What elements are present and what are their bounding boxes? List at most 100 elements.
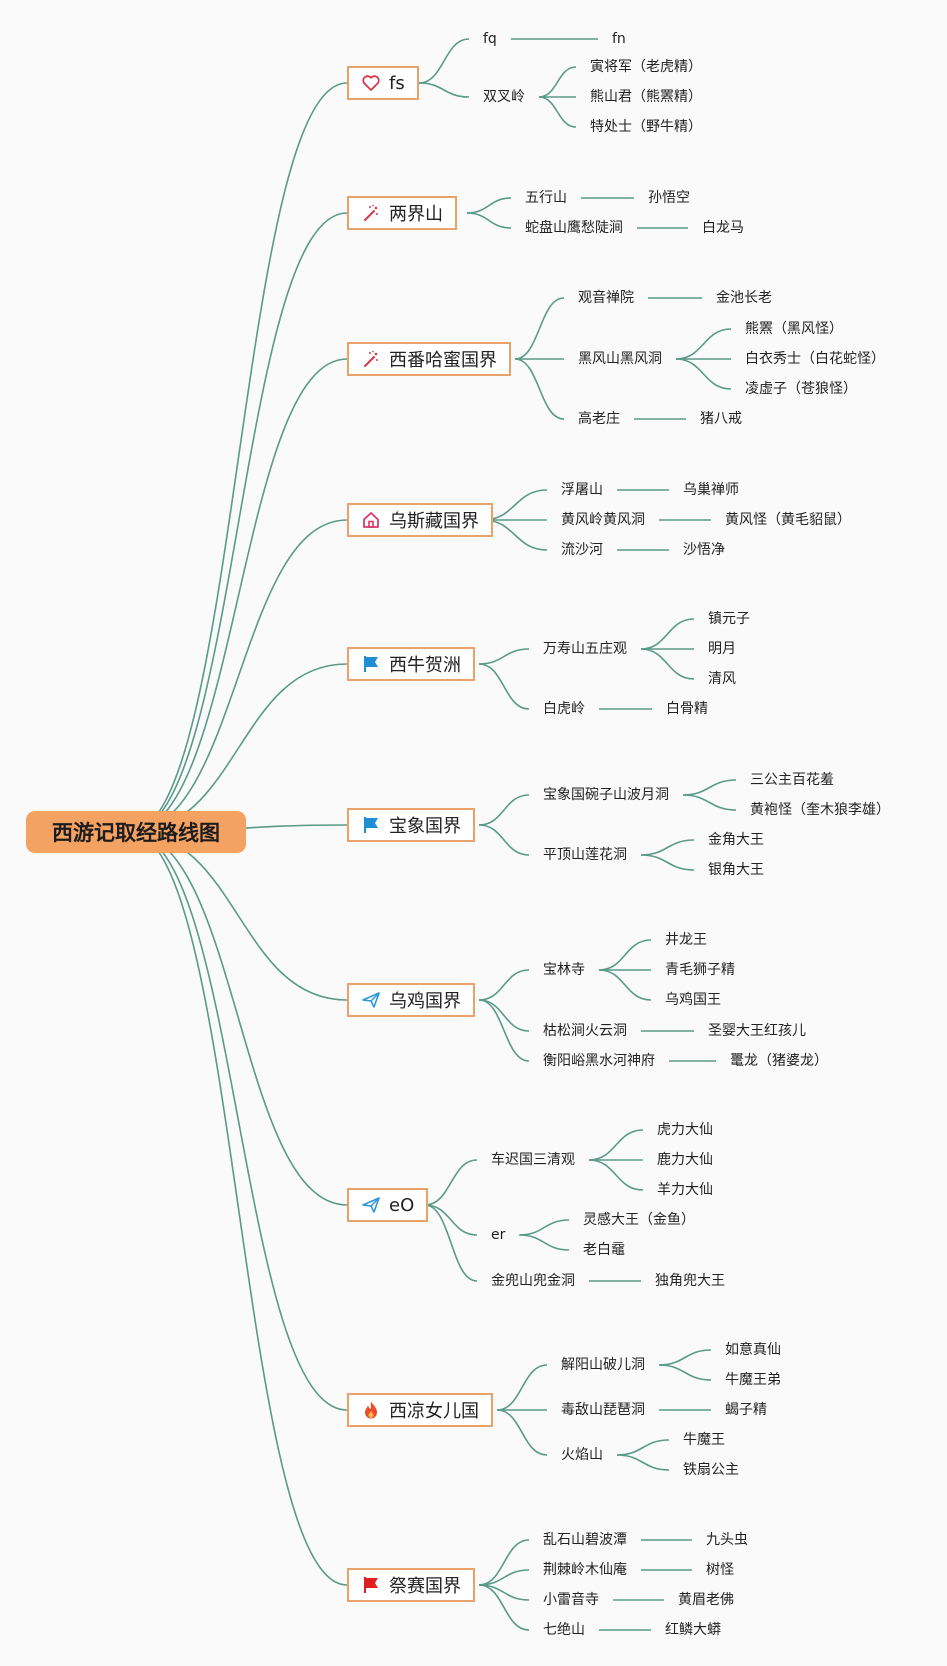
child-node[interactable]: 七绝山 xyxy=(543,1622,585,1638)
child-node[interactable]: fq xyxy=(483,31,497,47)
root-node[interactable]: 西游记取经路线图 xyxy=(26,811,246,853)
child-node[interactable]: 平顶山莲花洞 xyxy=(543,847,627,863)
leaf-node[interactable]: 白龙马 xyxy=(702,220,744,236)
child-node[interactable]: 观音禅院 xyxy=(578,290,634,306)
child-node[interactable]: 双叉岭 xyxy=(483,89,525,105)
leaf-node[interactable]: 凌虚子（苍狼怪） xyxy=(745,381,857,397)
child-to-leaf-line xyxy=(640,854,695,871)
child-node[interactable]: 黄风岭黄风洞 xyxy=(561,512,645,528)
leaf-node[interactable]: 清风 xyxy=(708,671,736,687)
branch-node[interactable]: 祭赛国界 xyxy=(347,1568,475,1602)
leaf-node[interactable]: 银角大王 xyxy=(708,862,764,878)
leaf-node[interactable]: 熊山君（熊罴精） xyxy=(590,89,702,105)
child-node[interactable]: 金兜山兜金洞 xyxy=(491,1273,575,1289)
child-to-leaf-line xyxy=(682,794,737,811)
leaf-node[interactable]: 井龙王 xyxy=(665,932,707,948)
branch-to-child-line xyxy=(478,1584,530,1631)
leaf-node[interactable]: 黄风怪（黄毛貂鼠） xyxy=(725,512,851,528)
child-node[interactable]: 枯松涧火云洞 xyxy=(543,1023,627,1039)
leaf-node[interactable]: 树怪 xyxy=(706,1562,734,1578)
root-to-branch-line xyxy=(129,831,348,1206)
leaf-node[interactable]: 牛魔王 xyxy=(683,1432,725,1448)
child-node[interactable]: 车迟国三清观 xyxy=(491,1152,575,1168)
child-node[interactable]: 高老庄 xyxy=(578,411,620,427)
child-node[interactable]: 衡阳峪黑水河神府 xyxy=(543,1053,655,1069)
child-to-leaf-line xyxy=(675,328,732,360)
branch-label: 乌鸡国界 xyxy=(389,991,461,1012)
child-node[interactable]: 蛇盘山鹰愁陡涧 xyxy=(525,220,623,236)
child-to-leaf-line xyxy=(616,1454,670,1471)
branch-node[interactable]: 乌鸡国界 xyxy=(347,983,475,1017)
leaf-node[interactable]: 特处士（野牛精） xyxy=(590,119,702,135)
child-node[interactable]: 毒敌山琵琶洞 xyxy=(561,1402,645,1418)
leaf-node[interactable]: 熊罴（黑风怪） xyxy=(745,321,843,337)
leaf-node[interactable]: 灵感大王（金鱼） xyxy=(583,1212,695,1228)
branch-label: fs xyxy=(389,72,405,94)
child-node[interactable]: 荆棘岭木仙庵 xyxy=(543,1562,627,1578)
child-to-leaf-line xyxy=(588,1129,644,1161)
branch-node[interactable]: 西牛贺洲 xyxy=(347,647,475,681)
leaf-node[interactable]: 独角兜大王 xyxy=(655,1273,725,1289)
leaf-node[interactable]: 猪八戒 xyxy=(700,411,742,427)
leaf-node[interactable]: 鹿力大仙 xyxy=(657,1152,713,1168)
leaf-node[interactable]: 圣婴大王红孩儿 xyxy=(708,1023,806,1039)
child-node[interactable]: 火焰山 xyxy=(561,1447,603,1463)
leaf-node[interactable]: 乌巢禅师 xyxy=(683,482,739,498)
leaf-node[interactable]: 牛魔王弟 xyxy=(725,1372,781,1388)
child-node[interactable]: 万寿山五庄观 xyxy=(543,641,627,657)
branch-label: 西番哈蜜国界 xyxy=(389,350,497,371)
child-node[interactable]: 宝林寺 xyxy=(543,962,585,978)
branch-to-child-line xyxy=(424,1159,478,1206)
branch-node[interactable]: 西番哈蜜国界 xyxy=(347,342,511,376)
leaf-node[interactable]: 金角大王 xyxy=(708,832,764,848)
branch-to-child-line xyxy=(478,648,530,665)
leaf-node[interactable]: 寅将军（老虎精） xyxy=(590,59,702,75)
leaf-node[interactable]: 沙悟净 xyxy=(683,542,725,558)
leaf-node[interactable]: 老白黿 xyxy=(583,1242,625,1258)
leaf-node[interactable]: 孙悟空 xyxy=(648,190,690,206)
leaf-node[interactable]: 蝎子精 xyxy=(725,1402,767,1418)
child-node[interactable]: 宝象国碗子山波月洞 xyxy=(543,787,669,803)
branch-node[interactable]: 两界山 xyxy=(347,196,457,230)
child-node[interactable]: 小雷音寺 xyxy=(543,1592,599,1608)
leaf-node[interactable]: 黄眉老佛 xyxy=(678,1592,734,1608)
leaf-node[interactable]: 白衣秀士（白花蛇怪） xyxy=(745,351,885,367)
leaf-node[interactable]: 明月 xyxy=(708,641,736,657)
child-node[interactable]: 浮屠山 xyxy=(561,482,603,498)
leaf-node[interactable]: 红鳞大蟒 xyxy=(665,1622,721,1638)
leaf-node[interactable]: 白骨精 xyxy=(666,701,708,717)
magic-wand-icon xyxy=(361,349,381,369)
branch-to-child-line xyxy=(478,1539,530,1586)
branch-to-child-line xyxy=(478,663,530,710)
child-node[interactable]: 五行山 xyxy=(525,190,567,206)
leaf-node[interactable]: 金池长老 xyxy=(716,290,772,306)
branch-to-child-line xyxy=(466,212,512,229)
leaf-node[interactable]: 镇元子 xyxy=(708,611,750,627)
branch-to-child-line xyxy=(478,999,530,1062)
branch-node[interactable]: fs xyxy=(347,66,419,100)
leaf-node[interactable]: 黄袍怪（奎木狼李雄） xyxy=(750,802,890,818)
leaf-node[interactable]: fn xyxy=(612,31,626,47)
child-node[interactable]: er xyxy=(491,1227,506,1243)
child-to-leaf-line xyxy=(538,96,577,128)
child-node[interactable]: 流沙河 xyxy=(561,542,603,558)
blue-flag-icon xyxy=(361,815,381,835)
branch-node[interactable]: 宝象国界 xyxy=(347,808,475,842)
leaf-node[interactable]: 三公主百花羞 xyxy=(750,772,834,788)
child-node[interactable]: 白虎岭 xyxy=(543,701,585,717)
branch-node[interactable]: 乌斯藏国界 xyxy=(347,503,493,537)
branch-to-child-line xyxy=(514,297,565,360)
branch-node[interactable]: eO xyxy=(347,1188,429,1222)
child-node[interactable]: 黑风山黑风洞 xyxy=(578,351,662,367)
leaf-node[interactable]: 九头虫 xyxy=(706,1532,748,1548)
leaf-node[interactable]: 鼍龙（猪婆龙） xyxy=(730,1053,828,1069)
leaf-node[interactable]: 青毛狮子精 xyxy=(665,962,735,978)
child-node[interactable]: 解阳山破儿洞 xyxy=(561,1357,645,1373)
leaf-node[interactable]: 虎力大仙 xyxy=(657,1122,713,1138)
leaf-node[interactable]: 铁扇公主 xyxy=(683,1462,739,1478)
child-node[interactable]: 乱石山碧波潭 xyxy=(543,1532,627,1548)
leaf-node[interactable]: 如意真仙 xyxy=(725,1342,781,1358)
branch-node[interactable]: 西凉女儿国 xyxy=(347,1393,493,1427)
leaf-node[interactable]: 乌鸡国王 xyxy=(665,992,721,1008)
leaf-node[interactable]: 羊力大仙 xyxy=(657,1182,713,1198)
